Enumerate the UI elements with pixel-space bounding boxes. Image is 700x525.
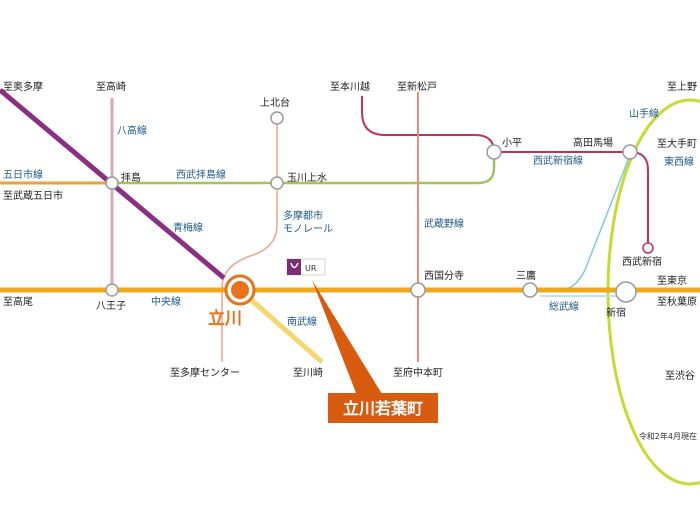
seibu-shinjuku-line [361,96,649,246]
callout-box [328,393,438,423]
station-label-haijima: 拝島 [121,171,141,184]
line-label-nambu: 南武線 [287,315,317,328]
station-marker-tamagawajosui [270,176,284,190]
dest-tama-center: 至多摩センター [170,366,240,379]
seibu-haijima-line [112,155,496,185]
line-label-yamanote: 山手線 [629,107,659,120]
line-label-chuo: 中央線 [151,295,181,308]
station-label-kamikitadai: 上北台 [260,96,290,109]
callout-label: 立川若葉町 [343,399,423,418]
dest-fuchu-honmachi: 至府中本町 [393,366,443,379]
dest-akihabara: 至秋葉原 [657,295,697,308]
dest-musashi-itsukaichi: 至武蔵五日市 [3,189,63,202]
station-marker-kamikitadai [270,111,284,125]
ur-logo-icon: UR [286,258,326,276]
line-label-sobu: 総武線 [549,300,579,313]
dest-shinmatsudo: 至新松戸 [397,80,437,93]
line-label-seibu-shinjuku: 西武新宿線 [533,154,583,167]
station-label-tamagawajosui: 玉川上水 [287,172,327,184]
target-circle-icon [224,274,256,306]
station-label-mitaka: 三鷹 [516,269,536,282]
line-label-itsukaichi: 五日市線 [3,168,43,181]
line-label-tozai: 東西線 [664,155,694,168]
footnote: 令和2年4月現在 [639,431,697,441]
station-marker-haijima [105,176,119,190]
station-label-takadanobaba: 高田馬場 [573,136,613,149]
station-marker-nishikokubunji [410,282,426,298]
dest-takasaki: 至高崎 [96,80,126,93]
dest-ueno: 至上野 [667,81,697,93]
station-marker-kodaira [486,144,502,160]
line-label-seibu-haijima: 西武拝島線 [176,168,226,181]
dest-shibuya: 至渋谷 [665,369,695,382]
dest-tokyo: 至東京 [657,274,687,287]
line-label-hachiko: 八高線 [117,124,147,137]
station-label-nishikokubunji: 西国分寺 [424,270,464,282]
station-marker-seibu-shinjuku [642,242,654,254]
highlight-station-label: 立川 [208,308,242,329]
station-label-kodaira: 小平 [502,137,522,149]
nambu-line [238,288,324,364]
station-label-shinjuku: 新宿 [606,306,626,319]
station-marker-takadanobaba [622,144,638,160]
callout-pointer [312,280,382,398]
line-label-monorail: 多摩都市モノレール [283,209,333,235]
ur-logo-text: UR [305,264,317,273]
dest-okutama: 至奥多摩 [3,80,43,93]
station-marker-hachioji [105,283,119,297]
station-label-hachioji: 八王子 [96,300,126,312]
line-label-musashino: 武蔵野線 [424,217,464,230]
dest-otemachi: 至大手町 [657,137,697,150]
station-marker-shinjuku [615,281,637,303]
station-marker-mitaka [522,282,538,298]
dest-honkawagoe: 至本川越 [330,80,370,93]
dest-takao: 至高尾 [3,295,33,308]
monorail-line [221,118,278,362]
dest-kawasaki: 至川崎 [293,366,323,379]
station-label-seibu-shinjuku: 西武新宿 [622,255,662,268]
line-label-ome: 青梅線 [173,221,203,234]
